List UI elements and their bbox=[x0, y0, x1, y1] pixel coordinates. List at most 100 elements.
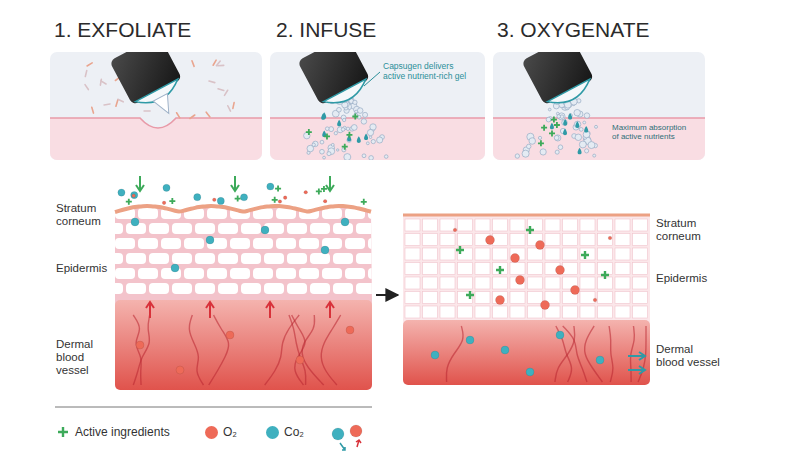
callout-note: Capsugen delivers active nutrient-rich g… bbox=[383, 62, 475, 82]
skin-cell bbox=[615, 234, 630, 246]
skin-cell bbox=[615, 306, 630, 318]
dead-skin-flake bbox=[218, 65, 224, 67]
exfoliating-tip bbox=[153, 94, 176, 117]
skin-cell bbox=[310, 223, 330, 234]
gel-bubble bbox=[362, 154, 366, 158]
dead-skin-flake bbox=[218, 89, 224, 91]
stratum-corneum bbox=[115, 206, 371, 212]
skin-cell bbox=[598, 248, 613, 260]
skin-cell bbox=[545, 277, 560, 289]
skin-cell bbox=[633, 219, 648, 231]
oxygen-up-arrow bbox=[326, 302, 334, 318]
gel-bubble bbox=[361, 119, 367, 125]
skin-cell bbox=[299, 268, 319, 279]
molecule bbox=[240, 194, 247, 201]
skin-cell bbox=[493, 263, 508, 275]
dead-skin-flake bbox=[92, 107, 94, 113]
gel-bubble bbox=[588, 142, 595, 149]
blood-vessel bbox=[631, 326, 635, 382]
molecule bbox=[267, 183, 274, 190]
nutrient-drop bbox=[563, 119, 567, 126]
gel-bubble bbox=[342, 118, 345, 121]
exchange-arrow bbox=[340, 443, 345, 450]
blood-vessel bbox=[321, 315, 340, 385]
gel-bubble bbox=[538, 136, 541, 139]
skin-cell bbox=[405, 277, 420, 289]
gel-bubble bbox=[562, 120, 568, 126]
skin-cell bbox=[510, 292, 525, 304]
skin-area bbox=[50, 118, 262, 160]
active-ingredient-plus bbox=[466, 291, 474, 299]
molecule bbox=[526, 368, 534, 376]
skin-cell bbox=[458, 306, 473, 318]
nutrient-drop bbox=[550, 123, 554, 130]
skin-cell bbox=[633, 234, 648, 246]
skin-area bbox=[493, 118, 705, 160]
skin-cell bbox=[633, 248, 648, 260]
leader-line bbox=[364, 72, 380, 86]
gel-bubble bbox=[363, 112, 368, 117]
skin-cell bbox=[475, 219, 490, 231]
skin-cell bbox=[475, 306, 490, 318]
skin-section: Stratum corneumEpidermisDermal blood ves… bbox=[400, 195, 788, 395]
active-ingredient-plus bbox=[538, 140, 544, 146]
skin-cell bbox=[423, 219, 438, 231]
skin-cell bbox=[510, 306, 525, 318]
active-ingredient-plus bbox=[235, 196, 241, 202]
layer-label: Dermal blood vessel bbox=[656, 343, 722, 369]
skin-cell bbox=[333, 283, 353, 294]
skin-cell bbox=[103, 223, 123, 234]
dead-skin-flake bbox=[228, 106, 231, 111]
gel-bubble bbox=[546, 117, 551, 122]
molecule bbox=[466, 336, 474, 344]
panel-ground bbox=[493, 52, 705, 160]
absorb-arrow bbox=[231, 176, 239, 191]
step-heading: 2. INFUSE bbox=[276, 18, 476, 42]
active-ingredient-plus bbox=[126, 199, 132, 205]
skin-cell bbox=[580, 277, 595, 289]
molecule bbox=[213, 198, 217, 202]
molecule bbox=[194, 194, 201, 201]
molecule bbox=[556, 331, 564, 339]
skin-cell bbox=[195, 223, 215, 234]
epidermis bbox=[115, 206, 372, 305]
skin-cell bbox=[493, 292, 508, 304]
skin-cell bbox=[138, 208, 158, 219]
skin-cell bbox=[356, 253, 376, 264]
skin-cell bbox=[580, 248, 595, 260]
active-ingredient-plus bbox=[581, 251, 589, 259]
gel-bubble bbox=[327, 152, 331, 156]
gel-bubble bbox=[329, 127, 334, 132]
gel-bubble bbox=[367, 129, 373, 135]
dead-skin-flake bbox=[104, 103, 110, 106]
epidermis-cells bbox=[92, 208, 399, 294]
legend-label: O₂ bbox=[223, 425, 237, 439]
molecule bbox=[332, 428, 344, 440]
skin-area bbox=[270, 118, 485, 160]
layer-label: Epidermis bbox=[56, 262, 116, 275]
skin-cell bbox=[149, 253, 169, 264]
device-tip bbox=[547, 79, 594, 110]
gel-bubble bbox=[574, 121, 580, 127]
gel-bubble bbox=[320, 149, 325, 154]
skin-cell bbox=[276, 238, 296, 249]
gel-bubble bbox=[369, 136, 372, 139]
gel-bubble bbox=[584, 113, 590, 119]
gel-bubble bbox=[558, 145, 563, 150]
skin-cell bbox=[580, 263, 595, 275]
molecule bbox=[163, 184, 170, 191]
skin-cell bbox=[405, 292, 420, 304]
skin-cell bbox=[475, 292, 490, 304]
gel-bubble bbox=[323, 156, 326, 159]
dermis bbox=[403, 320, 650, 385]
skin-cell bbox=[264, 283, 284, 294]
molecule bbox=[296, 356, 304, 364]
skin-cell bbox=[333, 253, 353, 264]
skin-cell bbox=[615, 248, 630, 260]
skin-cell bbox=[379, 253, 399, 264]
skin-before bbox=[92, 176, 399, 390]
step-panel: 3. OXYGENATEMaximum absorption of active… bbox=[493, 16, 705, 160]
skin-cell bbox=[172, 283, 192, 294]
step-panel: 2. INFUSE Capsugen delivers active nutrie… bbox=[270, 16, 485, 160]
